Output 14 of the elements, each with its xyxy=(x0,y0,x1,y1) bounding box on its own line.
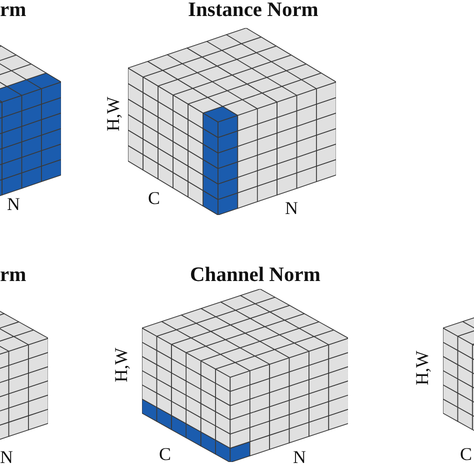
axis-label: N xyxy=(0,448,13,466)
panel-title: Instance Norm xyxy=(188,0,318,20)
axis-label: H,W xyxy=(112,348,130,383)
axis-label: N xyxy=(285,199,298,217)
panel-title: rm xyxy=(0,0,26,20)
axis-label: H,W xyxy=(412,350,430,386)
axis-label: N xyxy=(293,448,306,466)
axis-label: H,W xyxy=(104,97,122,132)
panel-title: Channel Norm xyxy=(190,265,320,286)
axis-label: C xyxy=(159,445,172,463)
axis-label: C xyxy=(148,189,160,207)
panel-title: rm xyxy=(0,265,26,286)
axis-label: N xyxy=(7,195,20,213)
axis-label: C xyxy=(460,445,472,463)
